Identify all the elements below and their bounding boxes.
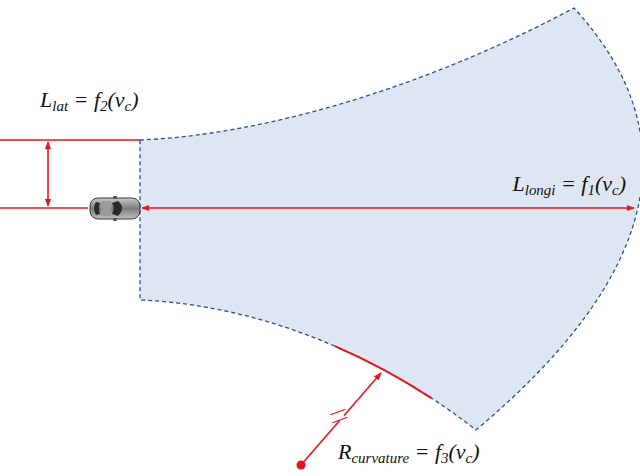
lateral-length-label: Llat = f2(vc) <box>40 88 139 112</box>
dimension-arrow <box>142 207 634 209</box>
extension-line <box>0 207 88 209</box>
break-mark <box>330 409 347 423</box>
car-icon <box>90 196 140 221</box>
dimension-arrow <box>47 142 49 206</box>
longitudinal-length-label: Llongi = f1(vc) <box>512 172 626 196</box>
curvature-arc <box>140 300 476 430</box>
detection-region <box>140 8 640 430</box>
center-point <box>297 461 306 470</box>
curvature-radius-label: Rcurvature = f3(vc) <box>338 440 480 464</box>
extension-line <box>0 139 140 141</box>
